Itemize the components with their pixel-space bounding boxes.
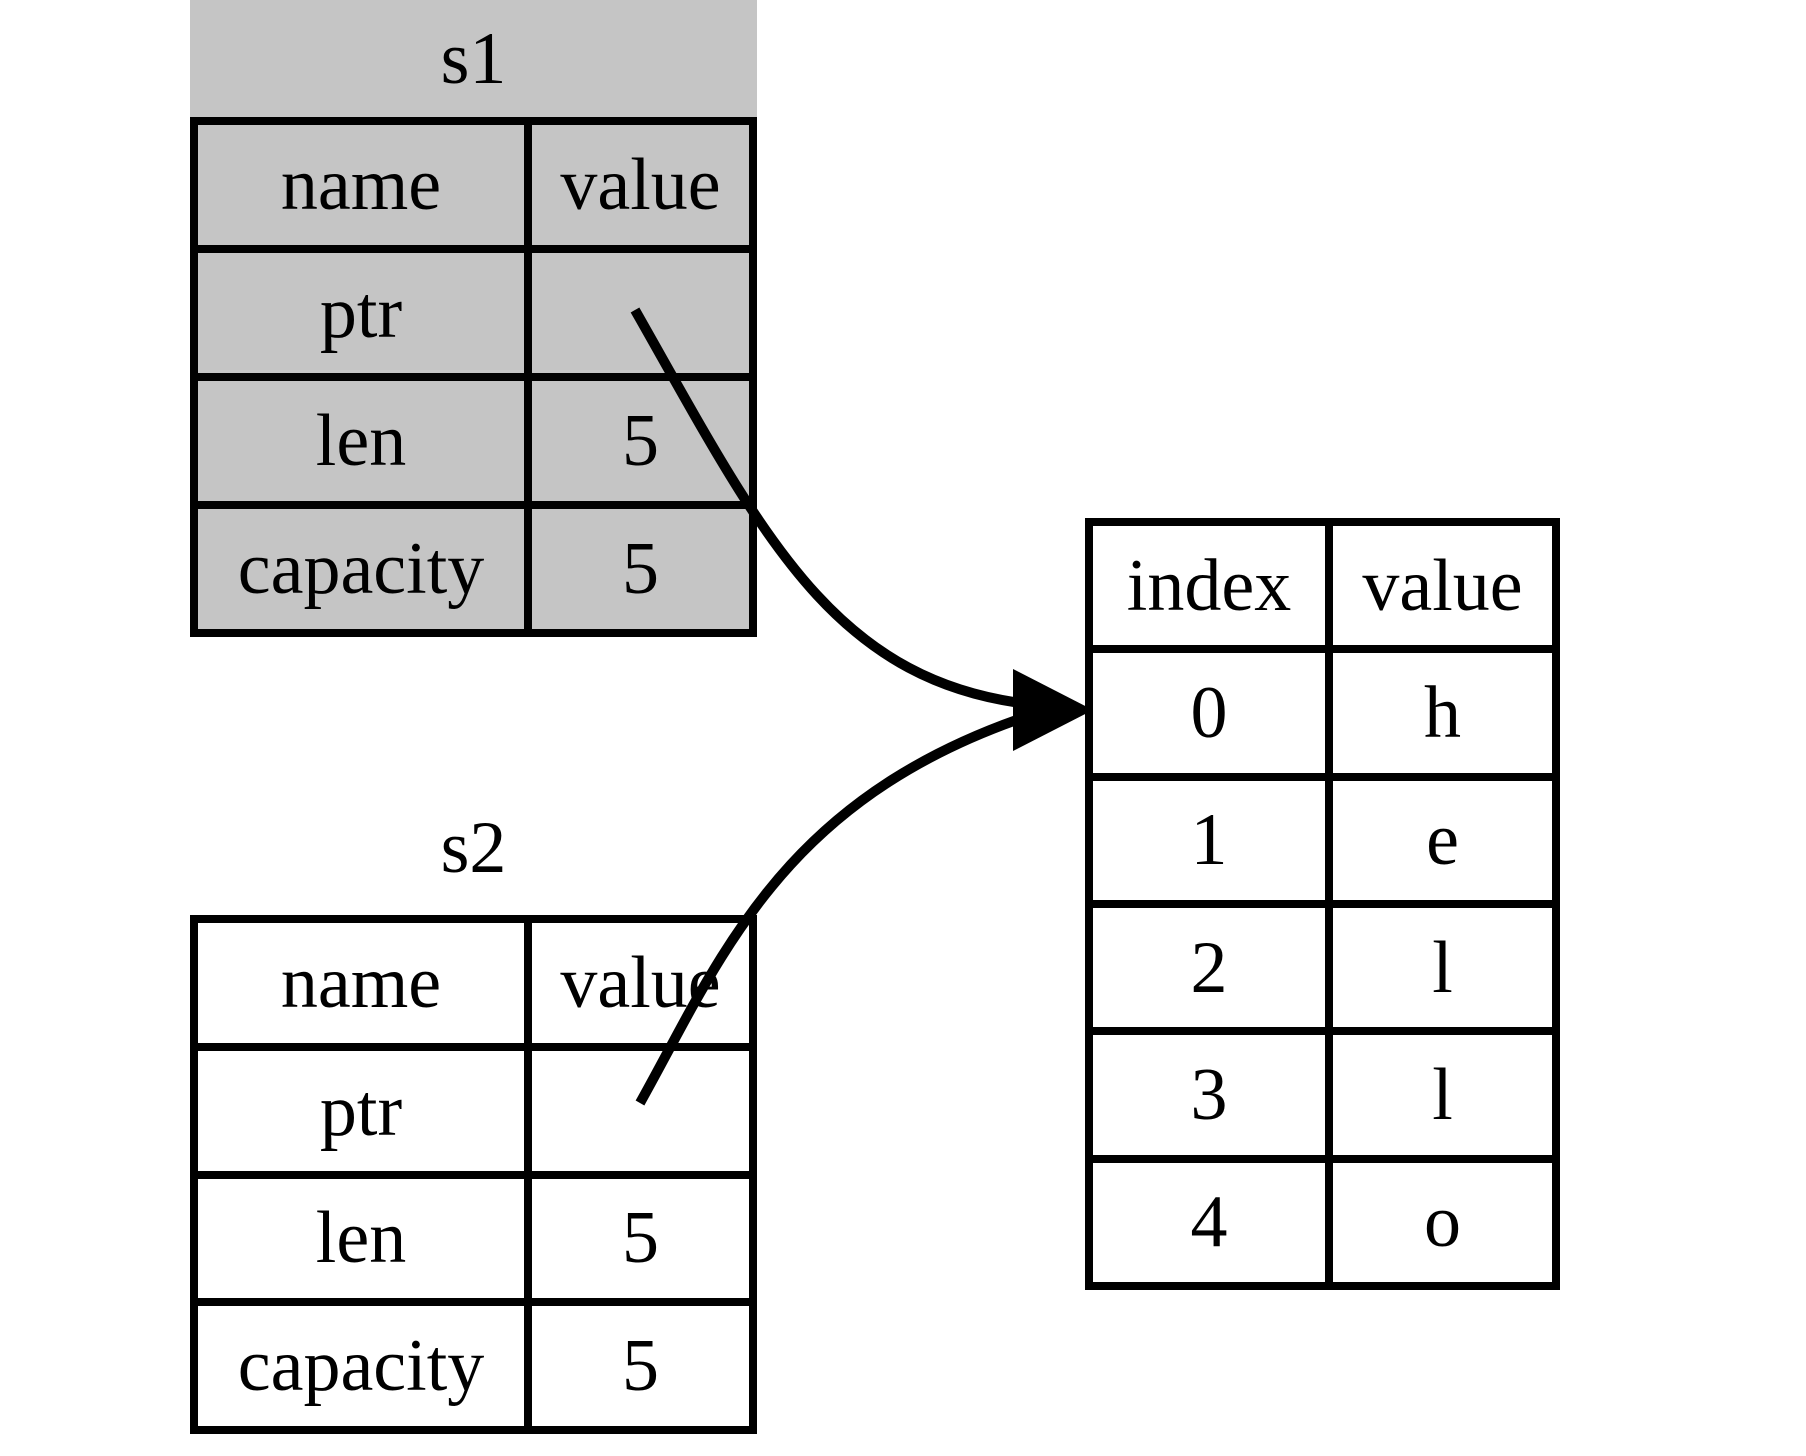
heap-table: index value 0 h 1 e 2 l 3 l 4 o <box>1085 518 1560 1290</box>
s2-header-name: name <box>198 923 524 1043</box>
s1-header-value: value <box>532 125 749 245</box>
heap-row4-index: 4 <box>1093 1162 1325 1282</box>
s2-capacity-value: 5 <box>532 1306 749 1426</box>
heap-row3-value: l <box>1333 1035 1552 1155</box>
s1-table: name value ptr len 5 capacity 5 <box>190 117 757 637</box>
s1-capacity-value: 5 <box>532 509 749 629</box>
heap-row2-index: 2 <box>1093 908 1325 1028</box>
heap-row0-index: 0 <box>1093 653 1325 773</box>
s1-header-name: name <box>198 125 524 245</box>
s2-ptr-value <box>532 1050 749 1171</box>
s1-len-label: len <box>198 381 524 501</box>
s2-len-label: len <box>198 1178 524 1299</box>
s2-header-value: value <box>532 923 749 1043</box>
heap-row3-index: 3 <box>1093 1035 1325 1155</box>
s1-capacity-label: capacity <box>198 509 524 629</box>
heap-row1-value: e <box>1333 780 1552 900</box>
arrowhead-icon <box>1013 669 1093 751</box>
s1-ptr-value <box>532 253 749 373</box>
s2-capacity-label: capacity <box>198 1306 524 1426</box>
s1-title: s1 <box>440 17 507 100</box>
heap-row0-value: h <box>1333 653 1552 773</box>
s2-ptr-label: ptr <box>198 1050 524 1171</box>
heap-row2-value: l <box>1333 908 1552 1028</box>
heap-header-value: value <box>1333 526 1552 646</box>
heap-row4-value: o <box>1333 1162 1552 1282</box>
s2-title: s2 <box>440 806 507 889</box>
heap-row1-index: 1 <box>1093 780 1325 900</box>
heap-header-index: index <box>1093 526 1325 646</box>
s2-len-value: 5 <box>532 1178 749 1299</box>
s1-title-band <box>190 0 757 120</box>
s1-ptr-label: ptr <box>198 253 524 373</box>
s1-len-value: 5 <box>532 381 749 501</box>
s2-table: name value ptr len 5 capacity 5 <box>190 915 757 1434</box>
